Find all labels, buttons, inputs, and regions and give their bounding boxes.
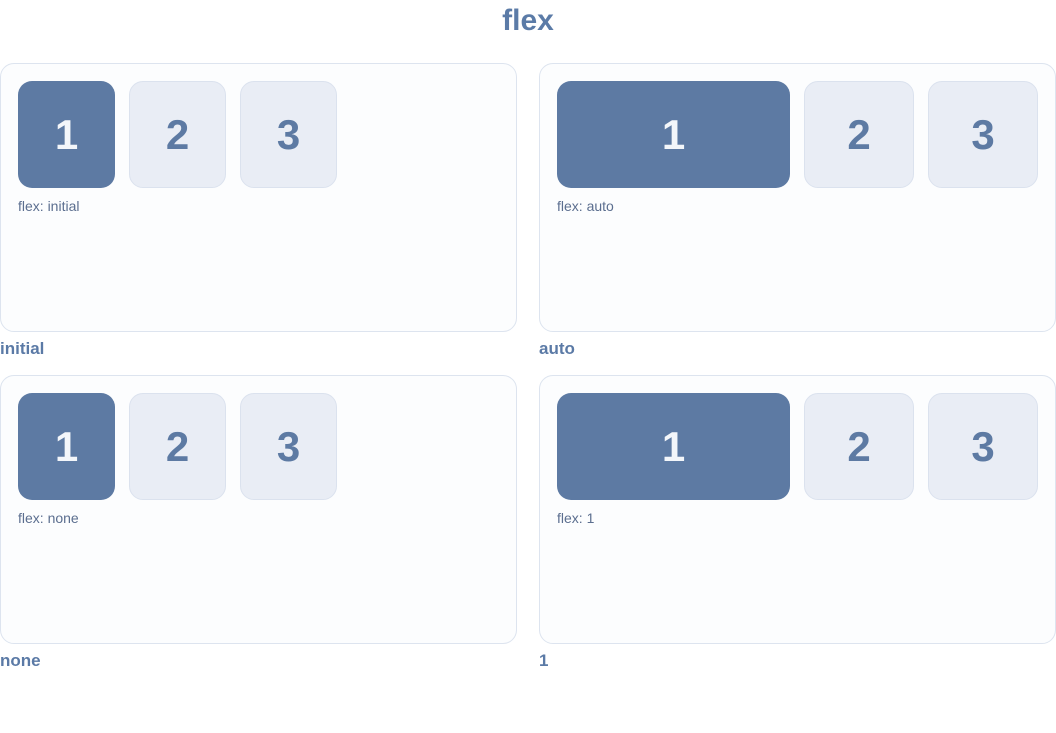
flex-box-1: 1 [557,81,790,188]
flex-box-2: 2 [129,393,226,500]
flex-caption: flex: none [18,510,79,526]
flex-box-1: 1 [18,393,115,500]
panel-initial: 1 2 3 flex: initial [0,63,517,332]
panel-label-initial: initial [0,339,45,358]
flex-box-2: 2 [804,81,914,188]
demo-cell-initial: 1 2 3 flex: initial initial [0,63,517,359]
flex-caption: flex: 1 [557,510,595,526]
flex-box-1: 1 [557,393,790,500]
demo-grid: 1 2 3 flex: initial initial 1 2 3 flex: … [0,63,1056,671]
demo-cell-1: 1 2 3 flex: 1 1 [539,375,1056,671]
panel-label-1: 1 [539,651,549,670]
flex-box-3: 3 [928,393,1038,500]
flex-box-2: 2 [129,81,226,188]
panel-label-none: none [0,651,41,670]
flex-row: 1 2 3 [557,81,1038,188]
flex-row: 1 2 3 [18,393,499,500]
flex-row: 1 2 3 [557,393,1038,500]
flex-box-3: 3 [240,81,337,188]
flex-box-3: 3 [240,393,337,500]
flex-box-2: 2 [804,393,914,500]
panel-none: 1 2 3 flex: none [0,375,517,644]
demo-cell-none: 1 2 3 flex: none none [0,375,517,671]
page-title: flex [502,4,554,37]
flex-box-1: 1 [18,81,115,188]
flex-caption: flex: auto [557,198,614,214]
panel-1: 1 2 3 flex: 1 [539,375,1056,644]
flex-box-3: 3 [928,81,1038,188]
panel-label-auto: auto [539,339,575,358]
flex-caption: flex: initial [18,198,80,214]
flex-row: 1 2 3 [18,81,499,188]
demo-cell-auto: 1 2 3 flex: auto auto [539,63,1056,359]
panel-auto: 1 2 3 flex: auto [539,63,1056,332]
